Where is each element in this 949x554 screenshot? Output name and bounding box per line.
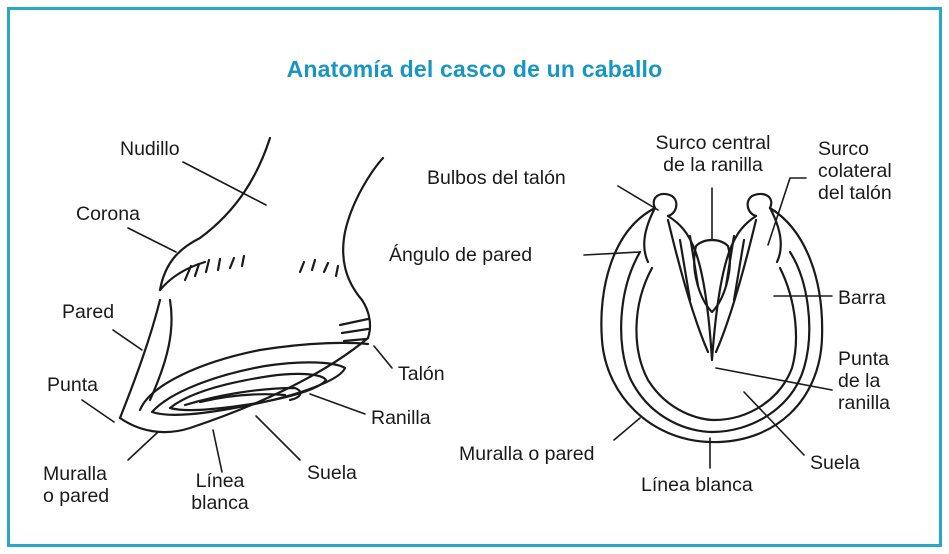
label-ranilla-side: Ranilla (371, 407, 431, 429)
label-linea-blanca-side-line2: blanca (178, 492, 262, 514)
label-bulbos-del-talon: Bulbos del talón (427, 167, 566, 189)
label-linea-blanca-side: Línea blanca (178, 470, 262, 514)
label-muralla-o-pared-side-line2: o pared (43, 485, 109, 507)
label-surco-colateral-line2: colateral (818, 160, 892, 182)
label-punta-de-la-ranilla-line2: de la (838, 370, 890, 392)
side-view-hoof-drawing (120, 138, 383, 432)
label-nudillo: Nudillo (120, 138, 180, 160)
label-punta-de-la-ranilla-line1: Punta (838, 348, 890, 370)
label-surco-central-de-la-ranilla: Surco central de la ranilla (632, 132, 794, 176)
label-corona: Corona (76, 203, 140, 225)
label-surco-colateral-line3: del talón (818, 182, 892, 204)
label-surco-colateral-del-talon: Surco colateral del talón (818, 138, 892, 204)
label-suela-sole: Suela (810, 452, 860, 474)
label-linea-blanca-side-line1: Línea (178, 470, 262, 492)
label-suela-side: Suela (307, 462, 357, 484)
label-punta-de-la-ranilla-line3: ranilla (838, 392, 890, 414)
label-muralla-o-pared-side: Muralla o pared (43, 463, 109, 507)
label-muralla-o-pared-side-line1: Muralla (43, 463, 109, 485)
label-punta: Punta (47, 374, 98, 396)
label-talon: Talón (398, 363, 445, 385)
label-surco-central-line1: Surco central (632, 132, 794, 154)
label-surco-colateral-line1: Surco (818, 138, 892, 160)
label-linea-blanca-sole: Línea blanca (641, 474, 753, 496)
label-punta-de-la-ranilla: Punta de la ranilla (838, 348, 890, 414)
label-surco-central-line2: de la ranilla (632, 154, 794, 176)
label-pared: Pared (62, 301, 114, 323)
label-angulo-de-pared: Ángulo de pared (389, 244, 532, 266)
label-barra: Barra (838, 287, 886, 309)
label-muralla-o-pared-sole: Muralla o pared (459, 443, 595, 465)
